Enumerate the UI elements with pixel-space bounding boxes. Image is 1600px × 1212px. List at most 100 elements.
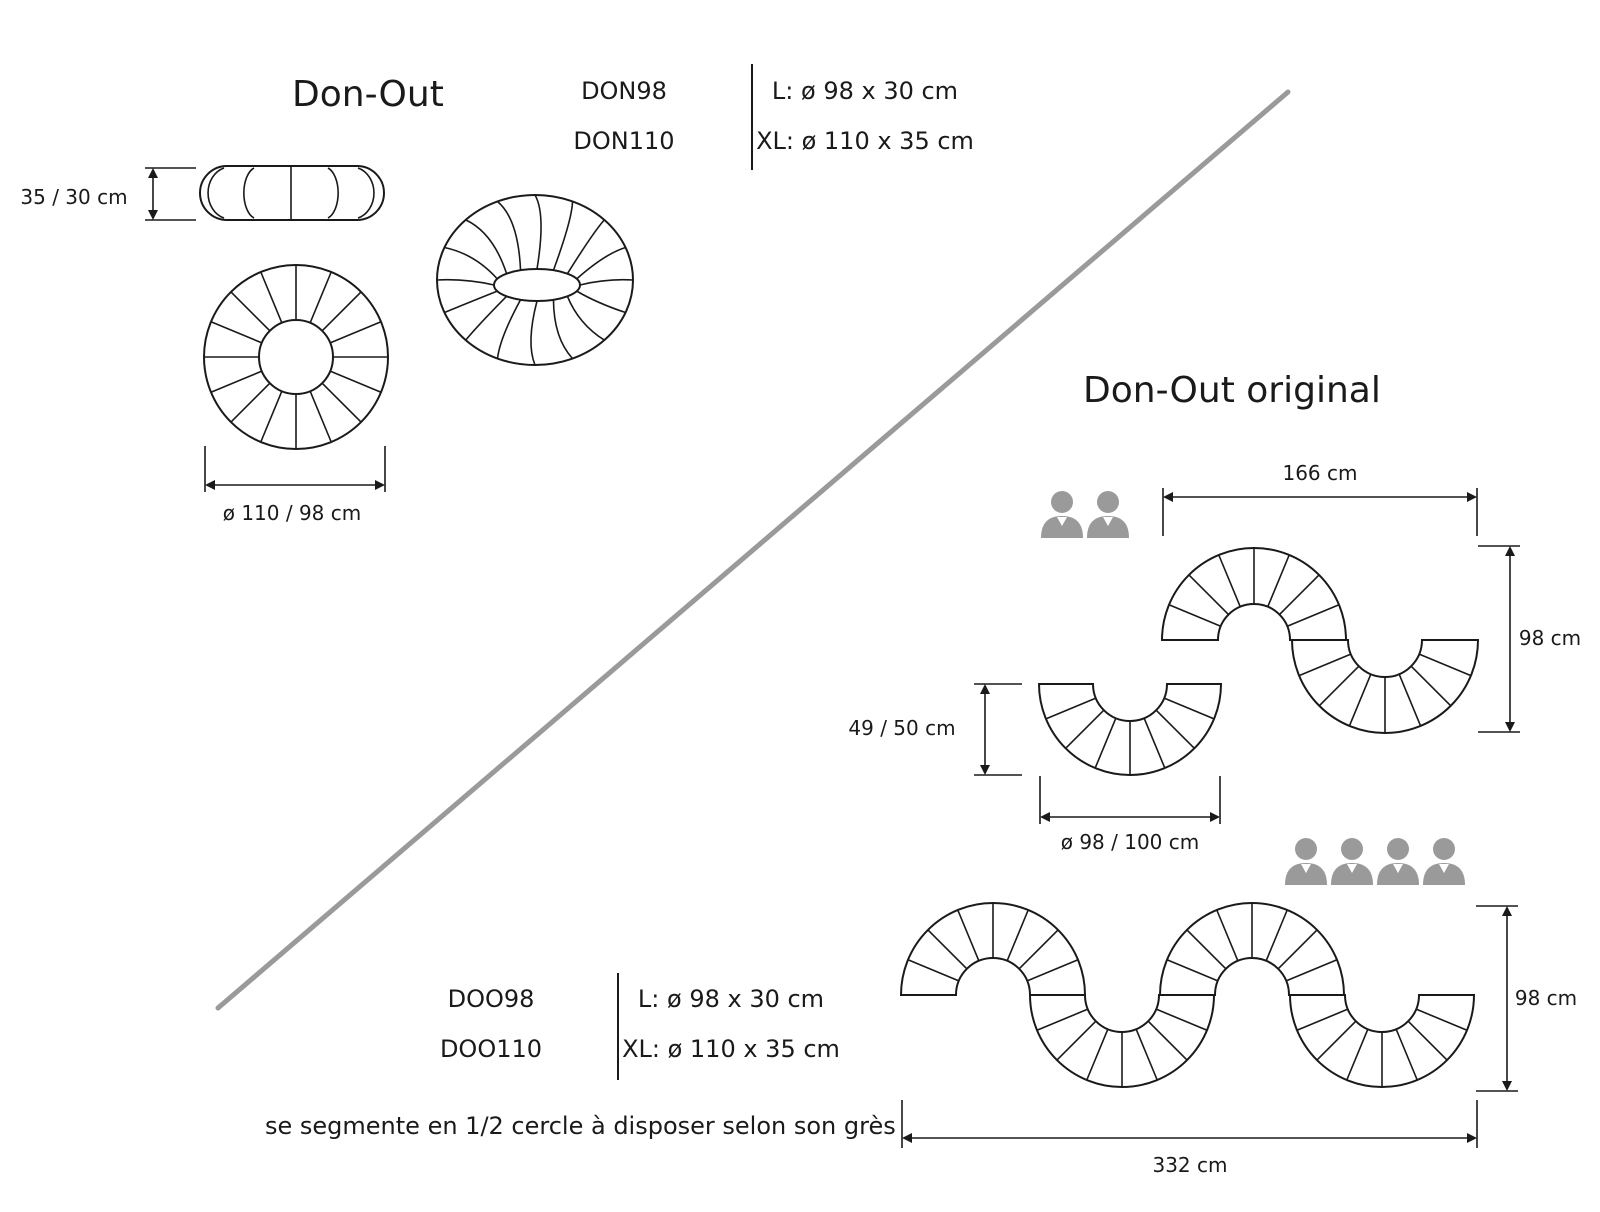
four-seat-width-dimension: [901, 1100, 1478, 1148]
half-ring-segment-line: [1218, 554, 1241, 608]
half-ring-segment-line: [1296, 1008, 1349, 1031]
half-ring-segment-line: [1267, 554, 1290, 608]
half-ring-segment-line: [1163, 697, 1215, 720]
donut-persp-segment: [566, 296, 605, 341]
donut-segment-line: [230, 291, 271, 332]
donut-segment-line: [260, 271, 283, 324]
half-ring-segment-line: [1318, 665, 1360, 707]
two-seat-width-label: 166 cm: [1282, 461, 1357, 485]
half-ring-segment-line: [1186, 929, 1227, 970]
half-height-dimension: [974, 683, 1022, 776]
half-ring-segment-line: [1036, 1008, 1089, 1031]
half-ring-lower: [1288, 994, 1476, 1088]
donut-segment-line: [309, 390, 332, 443]
donut-persp-segment: [496, 299, 522, 359]
four-seat-depth-label: 98 cm: [1515, 986, 1577, 1010]
spec-l-top: L: ø 98 x 30 cm: [772, 77, 958, 105]
donut-segment-line: [230, 382, 271, 423]
ref-don98: DON98: [581, 77, 667, 105]
half-ring-segment-line: [1155, 1008, 1208, 1031]
half-ring-segment-line: [1277, 929, 1318, 970]
spec-xl-top: XL: ø 110 x 35 cm: [756, 127, 974, 155]
donut-persp-segment: [576, 290, 626, 314]
donut-segment-line: [210, 370, 263, 393]
diagonal-divider: [215, 89, 1291, 1011]
half-ring-segment-line: [1086, 1028, 1109, 1081]
two-seat-s-shape: [1160, 547, 1480, 734]
donut-top-view: [203, 264, 389, 450]
half-ring-segment-line: [1398, 673, 1422, 727]
donut-persp-segment: [552, 201, 574, 271]
ref-doo110: DOO110: [440, 1035, 542, 1063]
person-icon: [1041, 491, 1083, 538]
half-ring-segment-line: [1188, 574, 1230, 616]
half-ring-segment-line: [1410, 665, 1452, 707]
half-ring-upper: [1160, 547, 1348, 641]
donut-persp-segment: [465, 295, 508, 341]
title-don-out-original: Don-Out original: [1083, 370, 1381, 411]
half-ring-segment-line: [1056, 1020, 1097, 1061]
donut-segment-line: [321, 291, 362, 332]
half-ring-segment-line: [1348, 673, 1372, 727]
half-ring-segment-line: [1026, 959, 1079, 982]
half-diameter-dimension: [1039, 776, 1221, 824]
two-seat-depth-label: 98 cm: [1519, 626, 1581, 650]
diameter-label: ø 110 / 98 cm: [223, 501, 362, 525]
half-ring-segment-line: [1298, 653, 1352, 677]
donut-segment-line: [329, 321, 382, 344]
person-icon: [1285, 838, 1327, 885]
donut-persp-segment: [552, 299, 574, 360]
person-icon: [1377, 838, 1419, 885]
donut-segment-line: [329, 370, 382, 393]
donut-persp-segment: [444, 290, 498, 314]
person-icon: [1423, 838, 1465, 885]
half-diameter-label: ø 98 / 100 cm: [1061, 830, 1200, 854]
half-ring-segment-line: [1415, 1008, 1468, 1031]
ref-don110: DON110: [573, 127, 674, 155]
half-ring-segment-line: [1065, 709, 1105, 749]
half-ring-segment-line: [1155, 709, 1195, 749]
donut-segment-line: [321, 382, 362, 423]
half-ring-segment-line: [1168, 604, 1222, 627]
donut-persp-segment: [579, 278, 634, 286]
half-ring-segment-line: [1286, 604, 1340, 627]
donut-persp-segment: [576, 246, 626, 280]
half-ring-segment-line: [1395, 1028, 1418, 1081]
ref-doo98: DOO98: [448, 985, 535, 1013]
half-ring-segment-line: [1143, 717, 1166, 769]
four-seat-depth-dimension: [1476, 905, 1518, 1092]
donut-persp-segment: [465, 219, 508, 274]
half-ring-segment-line: [1265, 909, 1288, 962]
segmentation-note: se segmente en 1/2 cercle à disposer sel…: [265, 1112, 896, 1140]
four-seat-persons: [1285, 838, 1465, 885]
donut-persp-segment: [496, 200, 522, 271]
half-ring-segment-line: [1216, 909, 1239, 962]
person-icon: [1331, 838, 1373, 885]
half-ring-segment-line: [1316, 1020, 1357, 1061]
half-height-label: 49 / 50 cm: [848, 716, 955, 740]
half-ring-segment-line: [1018, 929, 1059, 970]
donut-inner-ring: [258, 319, 334, 395]
half-ring-segment-line: [927, 929, 968, 970]
person-icon: [1087, 491, 1129, 538]
half-ring-segment-line: [1094, 717, 1117, 769]
donut-persp-segment: [534, 194, 542, 270]
two-seat-persons: [1041, 491, 1129, 538]
four-seat-s-shape: [899, 902, 1476, 1088]
half-ring-lower: [1028, 994, 1216, 1088]
half-ring-upper: [899, 902, 1087, 996]
half-ring-segment-line: [1278, 574, 1320, 616]
half-circle-module: [1037, 683, 1223, 776]
spec-l-bottom: L: ø 98 x 30 cm: [638, 985, 824, 1013]
donut-persp-segment: [530, 300, 538, 366]
half-ring-segment-line: [957, 909, 980, 962]
height-label: 35 / 30 cm: [20, 185, 127, 209]
two-seat-depth-dimension: [1478, 545, 1520, 733]
half-ring-segment-line: [1418, 653, 1472, 677]
donut-persp-segment: [444, 246, 498, 280]
donut-segment-line: [210, 321, 263, 344]
half-ring-segment-line: [1006, 909, 1029, 962]
half-ring-segment-line: [1135, 1028, 1158, 1081]
spec-xl-bottom: XL: ø 110 x 35 cm: [622, 1035, 840, 1063]
